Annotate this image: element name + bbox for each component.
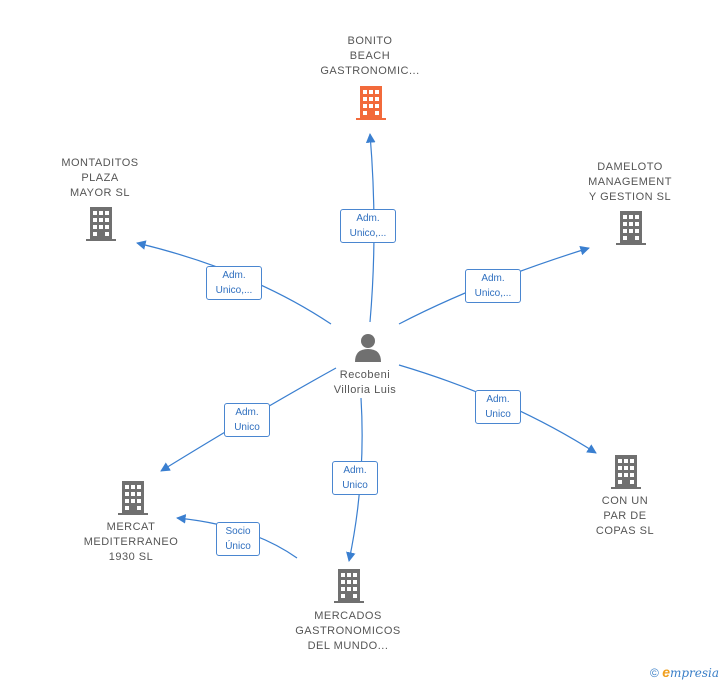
brand-text: mpresia	[669, 666, 720, 680]
relation-label-mercados[interactable]: Adm. Unico	[332, 461, 378, 495]
relation-label-mercat[interactable]: Adm. Unico	[224, 403, 270, 437]
building-icon[interactable]	[334, 569, 364, 603]
relation-label-conunpar[interactable]: Adm. Unico	[475, 390, 521, 424]
brand-e: e	[662, 664, 670, 680]
relation-label-montaditos[interactable]: Adm. Unico,...	[206, 266, 262, 300]
building-icon[interactable]	[611, 455, 641, 489]
relation-label-dameloto[interactable]: Adm. Unico,...	[465, 269, 521, 303]
relation-label-bonito[interactable]: Adm. Unico,...	[340, 209, 396, 243]
company-name-mercat[interactable]: MERCAT MEDITERRANEO 1930 SL	[83, 521, 179, 563]
relation-label-mercados-mercat[interactable]: Socio Único	[216, 522, 260, 556]
brand-logo: © empresia	[650, 664, 719, 680]
building-icon[interactable]	[86, 207, 116, 241]
person-icon[interactable]	[353, 332, 383, 362]
company-name-mercados[interactable]: MERCADOS GASTRONOMICOS DEL MUNDO...	[295, 610, 401, 652]
building-icon[interactable]	[118, 481, 148, 515]
company-name-conunpar[interactable]: CON UN PAR DE COPAS SL	[595, 495, 655, 537]
company-name-montaditos[interactable]: MONTADITOS PLAZA MAYOR SL	[61, 157, 139, 199]
company-name-bonito[interactable]: BONITO BEACH GASTRONOMIC...	[320, 35, 420, 77]
building-icon[interactable]	[356, 86, 386, 120]
building-icon[interactable]	[616, 211, 646, 245]
person-name[interactable]: Recobeni Villoria Luis	[333, 369, 397, 396]
company-name-dameloto[interactable]: DAMELOTO MANAGEMENT Y GESTION SL	[588, 161, 672, 203]
copyright-symbol: ©	[650, 666, 659, 680]
